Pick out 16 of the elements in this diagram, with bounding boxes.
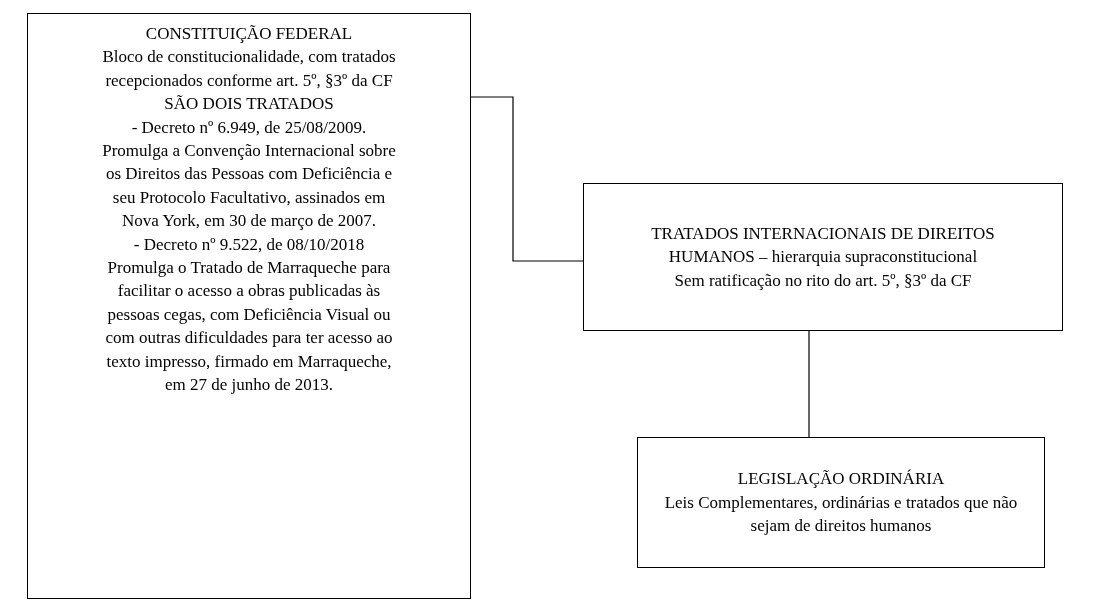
body-text: Bloco de constitucionalidade, com tratados recepcionados conforme art. 5º, §3º da CF xyxy=(101,46,397,92)
text-box xyxy=(637,437,1045,568)
body-text: Sem ratificação no rito do art. 5º, §3º da CF xyxy=(673,269,973,292)
heading-text: TRATADOS INTERNACIONAIS DE DIREITOS HUMANOS – hierarquia supraconstitucional xyxy=(650,222,996,269)
body-text: - Decreto nº 9.522, de 08/10/2018 xyxy=(132,233,366,256)
heading-text: LEGISLAÇÃO ORDINÁRIA xyxy=(736,468,946,491)
body-text: Promulga o Tratado de Marraqueche para facilitar o acesso a obras publicadas às pessoas cegas, com Deficiência Visual ou com outras dificuldades para ter acesso ao texto impresso, firmado em Marraqueche, em 27 de junho de 2013. xyxy=(104,257,394,397)
connector-line xyxy=(808,330,810,438)
text-box xyxy=(583,183,1063,331)
body-text: - Decreto nº 6.949, de 25/08/2009. xyxy=(130,116,368,139)
body-text: SÃO DOIS TRATADOS xyxy=(163,93,335,116)
body-text: Leis Complementares, ordinárias e tratados que não sejam de direitos humanos xyxy=(663,491,1019,538)
heading-text: CONSTITUIÇÃO FEDERAL xyxy=(144,23,354,45)
body-text: Promulga a Convenção Internacional sobre os Direitos das Pessoas com Deficiência e seu Protocolo Facultativo, assinados em Nova York, em 30 de março de 2007. xyxy=(101,140,397,233)
text-box xyxy=(27,13,471,599)
connector-line xyxy=(470,96,584,262)
